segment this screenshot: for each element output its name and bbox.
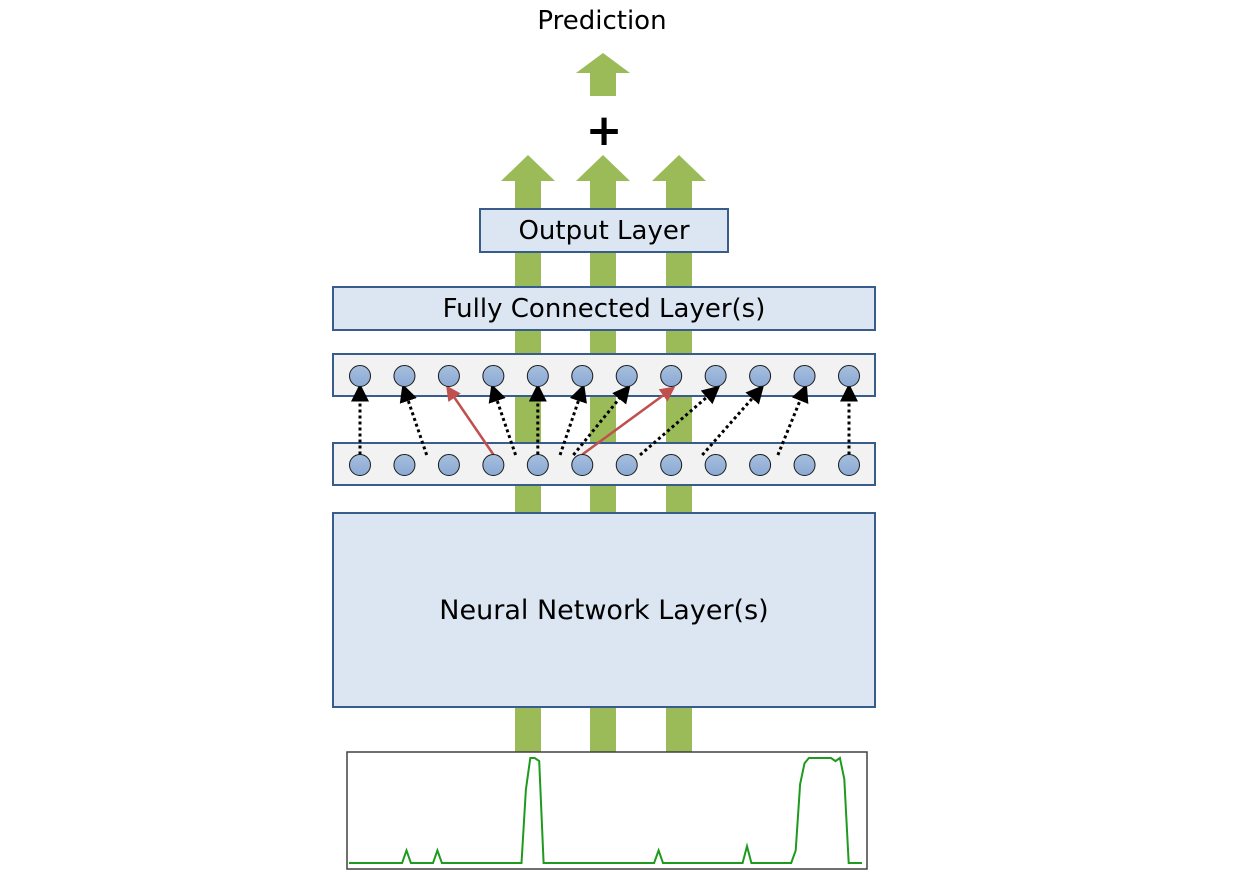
lower-node bbox=[660, 454, 683, 476]
upper-node bbox=[571, 365, 594, 387]
lower-node bbox=[571, 454, 594, 476]
upper-node bbox=[526, 365, 549, 387]
upper-node bbox=[615, 365, 638, 387]
flow-arrow-head-2 bbox=[652, 155, 706, 181]
lower-node bbox=[482, 454, 505, 476]
lower-node-row bbox=[332, 442, 876, 486]
dotted-connection bbox=[776, 383, 809, 456]
dotted-connection bbox=[399, 383, 429, 456]
output-layer-box: Output Layer bbox=[479, 208, 729, 253]
upper-node bbox=[393, 365, 416, 387]
fully-connected-layer-label: Fully Connected Layer(s) bbox=[442, 293, 766, 324]
dotted-connection bbox=[639, 385, 721, 457]
dotted-connection bbox=[488, 383, 518, 456]
lower-node bbox=[838, 454, 860, 476]
upper-node bbox=[704, 365, 727, 387]
upper-node bbox=[660, 365, 683, 387]
neural-network-layer-label: Neural Network Layer(s) bbox=[439, 594, 769, 626]
input-signal-frame bbox=[346, 751, 868, 870]
lower-node bbox=[437, 454, 460, 476]
lower-node bbox=[749, 454, 772, 476]
input-signal-line bbox=[349, 756, 862, 864]
upper-node bbox=[349, 365, 371, 387]
lower-node bbox=[704, 454, 727, 476]
upper-node bbox=[437, 365, 460, 387]
dotted-connection bbox=[572, 384, 631, 456]
output-layer-label: Output Layer bbox=[518, 215, 690, 246]
prediction-label: Prediction bbox=[537, 6, 667, 36]
neural-network-layer-box: Neural Network Layer(s) bbox=[332, 512, 876, 708]
dotted-connection bbox=[558, 383, 587, 456]
dropout-connection bbox=[446, 385, 495, 456]
lower-node bbox=[349, 454, 371, 476]
lower-node bbox=[393, 454, 416, 476]
prediction-arrow-shaft bbox=[590, 72, 616, 96]
dotted-connection bbox=[701, 385, 765, 456]
flow-arrow-head-0 bbox=[501, 155, 555, 181]
prediction-arrow-head bbox=[576, 53, 630, 73]
lower-node bbox=[615, 454, 638, 476]
lower-node bbox=[526, 454, 549, 476]
lower-node bbox=[793, 454, 816, 476]
plus-symbol: + bbox=[586, 105, 623, 156]
upper-node bbox=[838, 365, 860, 387]
upper-node bbox=[749, 365, 772, 387]
upper-node bbox=[482, 365, 505, 387]
flow-arrow-head-1 bbox=[576, 155, 630, 181]
fully-connected-layer-box: Fully Connected Layer(s) bbox=[332, 286, 876, 331]
upper-node bbox=[793, 365, 816, 387]
upper-node-row bbox=[332, 353, 876, 397]
dropout-connection bbox=[581, 386, 676, 456]
